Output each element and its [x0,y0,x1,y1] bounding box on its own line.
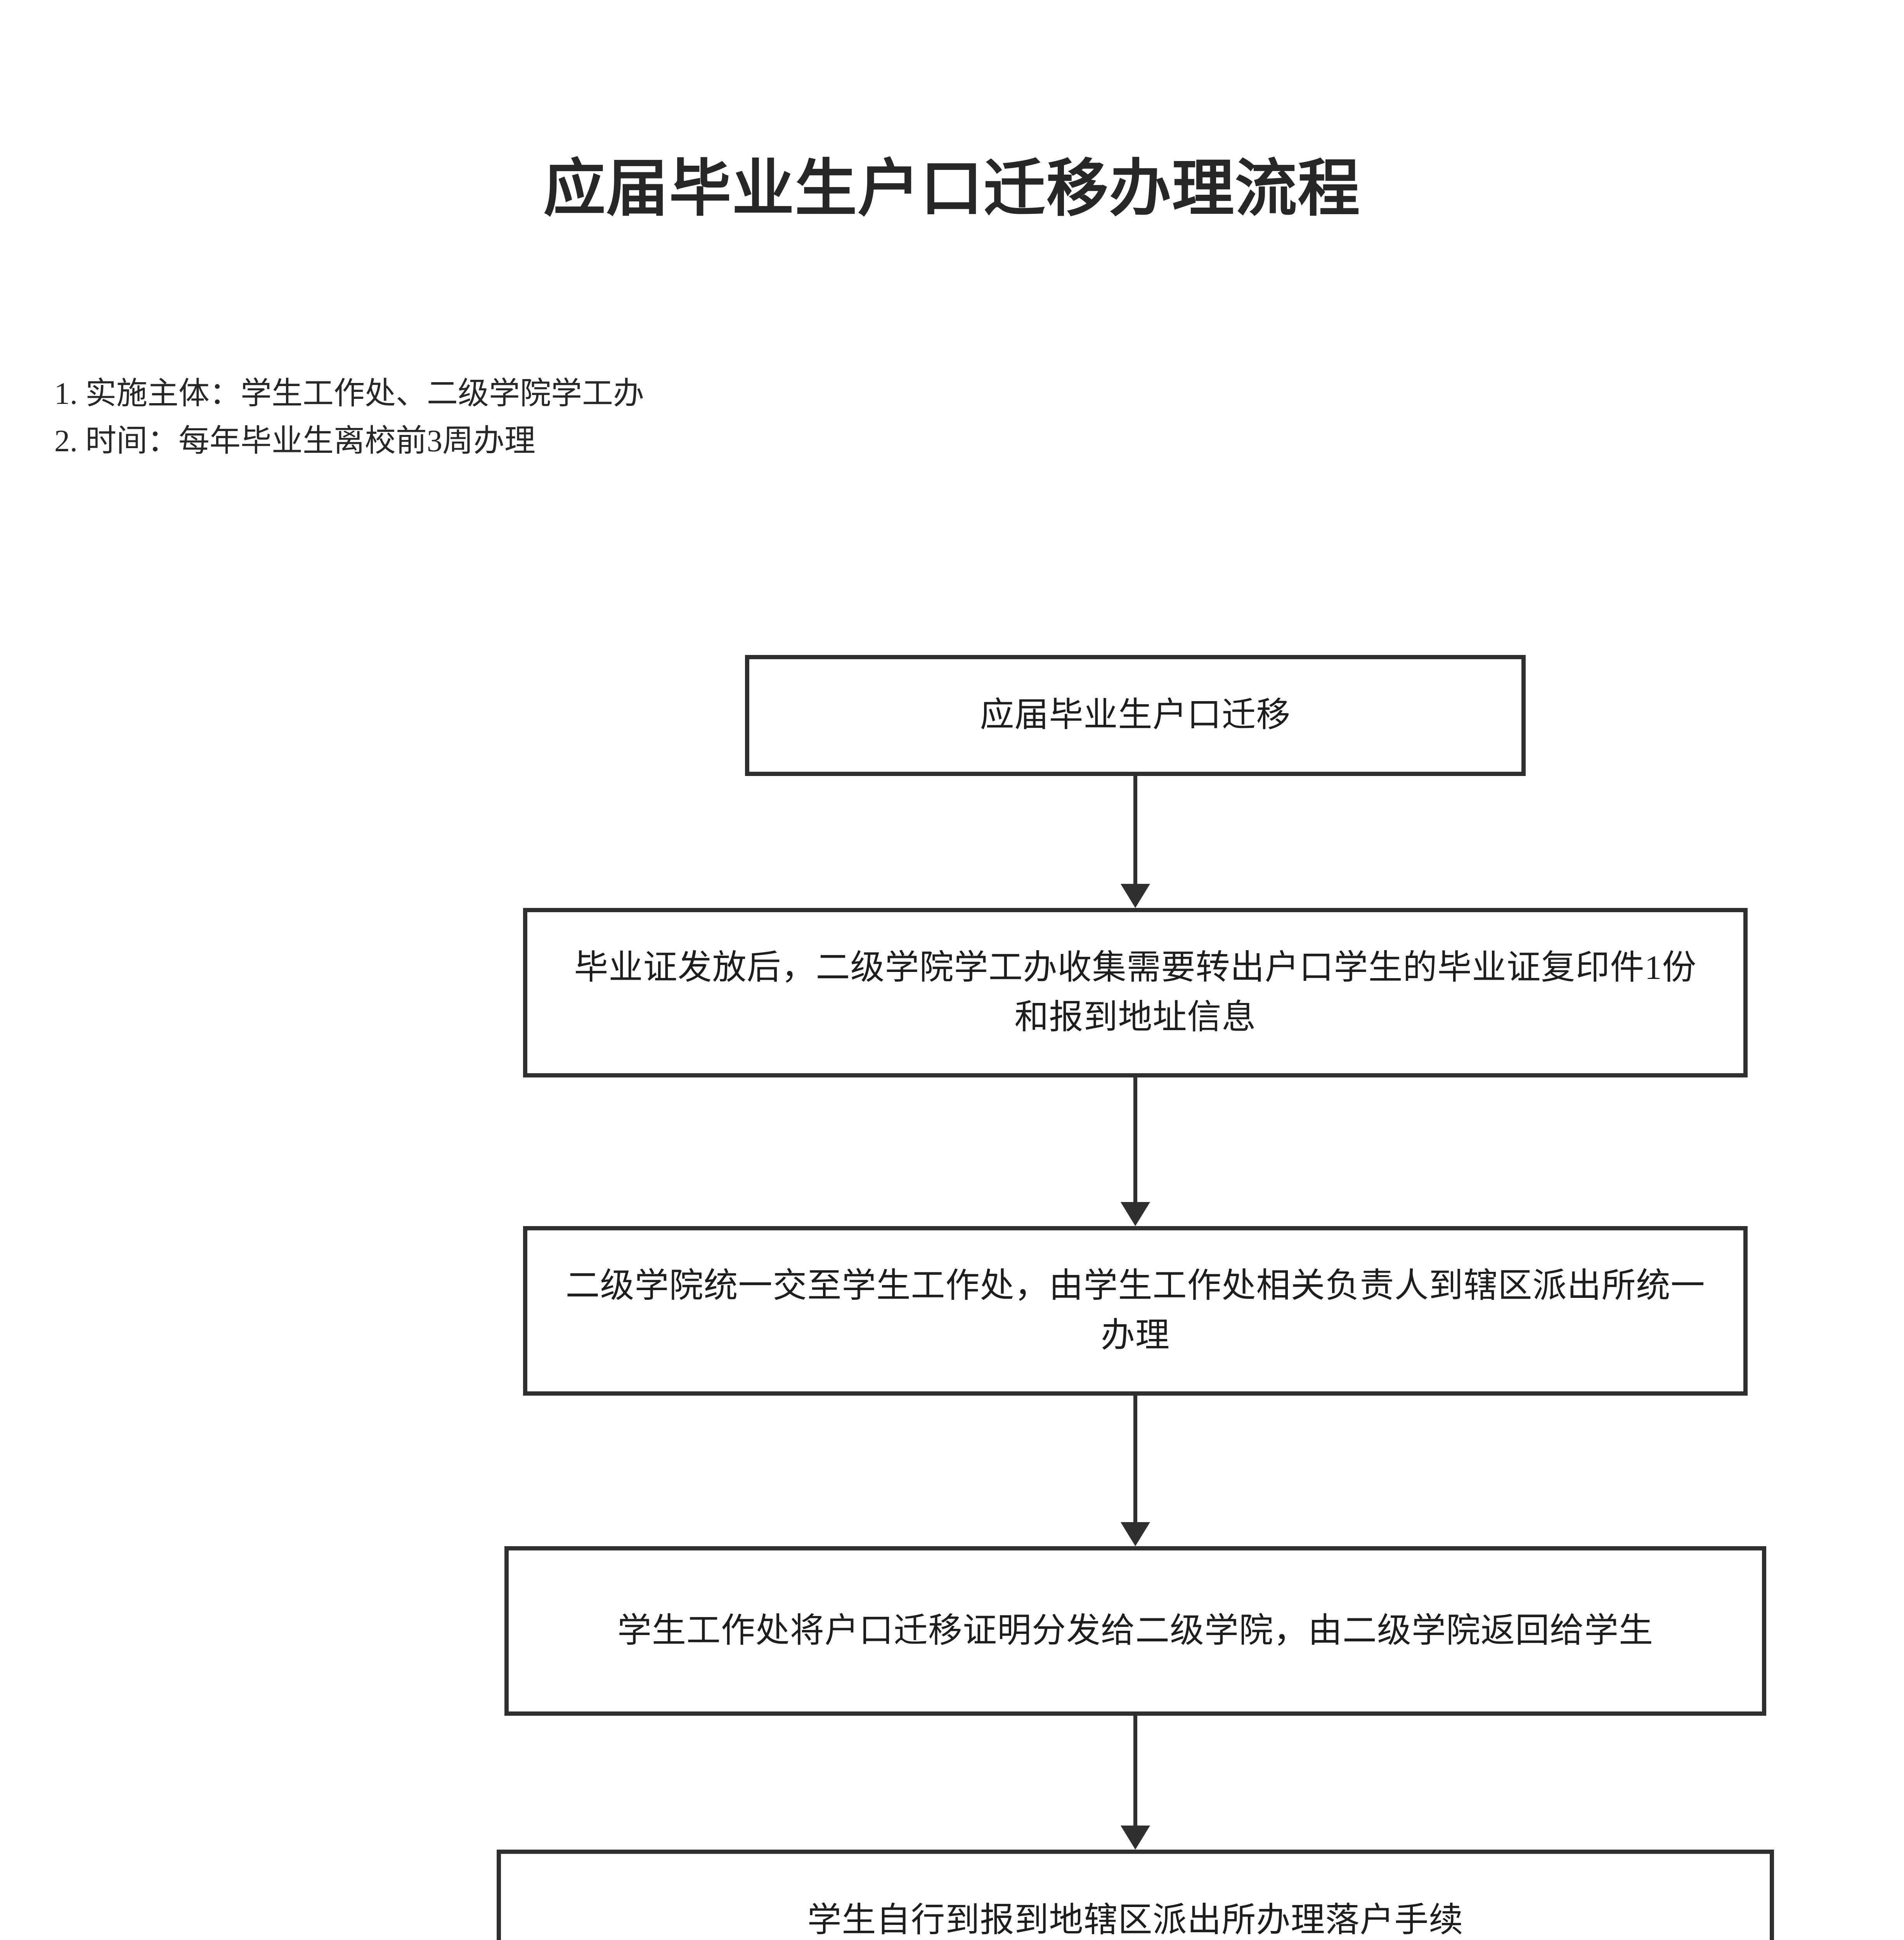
arrow-stem [1133,1716,1137,1826]
meta-notes-block: 1. 实施主体：学生工作处、二级学院学工办 2. 时间：每年毕业生离校前3周办理 [54,371,644,465]
arrow-stem [1133,776,1137,884]
flow-node-start: 应届毕业生户口迁移 [745,655,1526,776]
meta-line-implementing-body: 1. 实施主体：学生工作处、二级学院学工办 [54,377,644,411]
flow-node-end: 学生自行到报到地辖区派出所办理落户手续 [497,1850,1774,1940]
flow-arrow-2 [1121,1077,1150,1226]
page-title: 应届毕业生户口迁移办理流程 [543,154,1361,224]
meta-line-timing: 2. 时间：每年毕业生离校前3周办理 [54,424,535,458]
arrow-head-icon [1121,1826,1150,1850]
flow-node-end-label: 学生自行到报到地辖区派出所办理落户手续 [807,1901,1464,1939]
arrow-head-icon [1121,1522,1150,1546]
flow-node-start-label: 应届毕业生户口迁移 [980,696,1291,734]
arrow-stem [1133,1077,1137,1202]
arrow-head-icon [1121,884,1150,908]
flow-node-step-2-label: 二级学院统一交至学生工作处，由学生工作处相关负责人到辖区派出所统一办理 [565,1267,1705,1355]
flow-arrow-1 [1121,776,1150,908]
flow-node-step-1: 毕业证发放后，二级学院学工办收集需要转出户口学生的毕业证复印件1份和报到地址信息 [523,908,1748,1077]
flow-node-step-3: 学生工作处将户口迁移证明分发给二级学院，由二级学院返回给学生 [504,1546,1766,1716]
flow-arrow-3 [1121,1396,1150,1546]
arrow-head-icon [1121,1202,1150,1226]
flow-node-step-2: 二级学院统一交至学生工作处，由学生工作处相关负责人到辖区派出所统一办理 [523,1226,1748,1396]
arrow-stem [1133,1396,1137,1522]
flow-node-step-3-label: 学生工作处将户口迁移证明分发给二级学院，由二级学院返回给学生 [617,1612,1653,1650]
flow-node-step-1-label: 毕业证发放后，二级学院学工办收集需要转出户口学生的毕业证复印件1份和报到地址信息 [574,949,1697,1036]
flow-arrow-4 [1121,1716,1150,1850]
